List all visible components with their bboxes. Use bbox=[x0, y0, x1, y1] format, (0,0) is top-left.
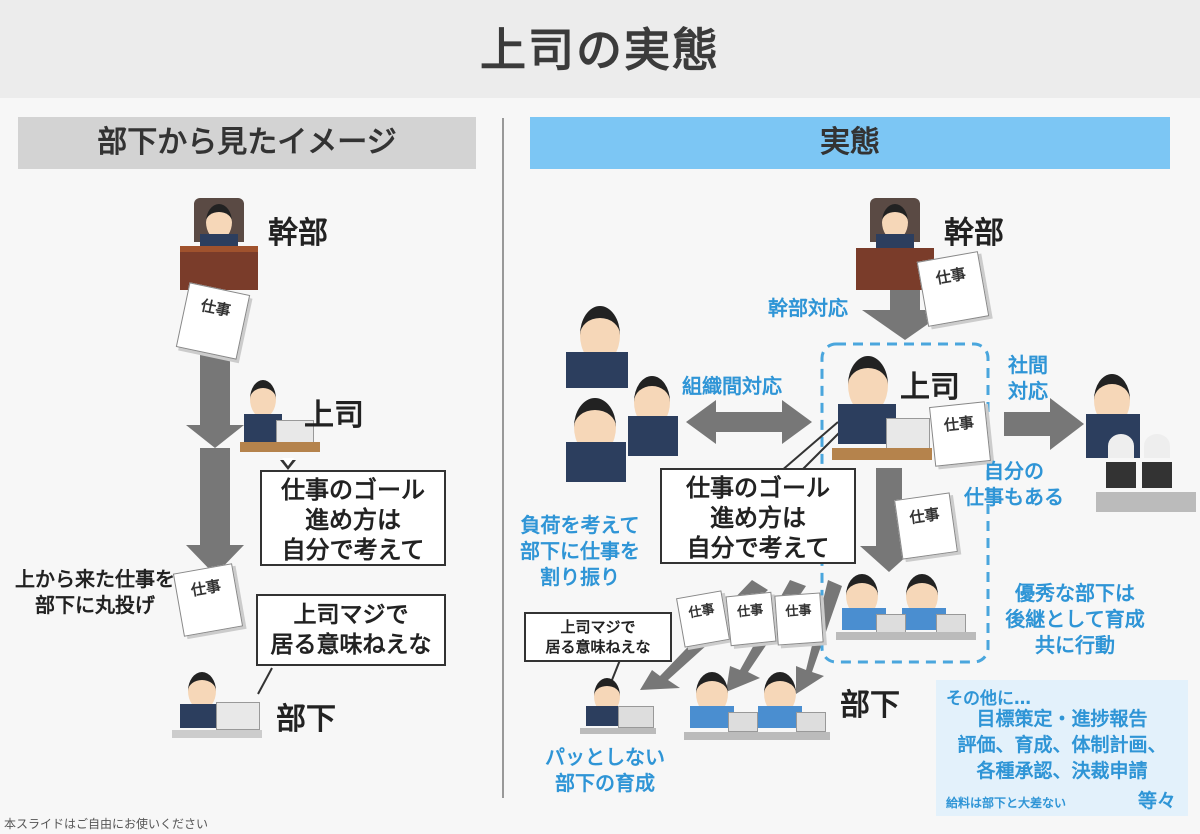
left-sub-label: 部下 bbox=[276, 702, 336, 737]
other-duties-etc: 等々 bbox=[1137, 790, 1176, 812]
left-sub-figure bbox=[172, 668, 262, 742]
talented-note: 優秀な部下は 後継として育成 共に行動 bbox=[1005, 581, 1145, 657]
other-subordinates bbox=[684, 672, 830, 744]
salary-note: 給料は部下と大差ない bbox=[946, 796, 1067, 810]
right-panel-heading: 実態 bbox=[530, 117, 1170, 169]
left-boss-bubble: 仕事のゴール 進め方は 自分で考えて bbox=[260, 470, 446, 566]
left-exec-figure bbox=[180, 198, 258, 290]
dist-doc-1: 仕事 bbox=[676, 590, 730, 648]
panel-divider bbox=[502, 118, 504, 798]
other-duties-list: 目標策定・進捗報告 評価、育成、体制計画、 各種承認、決裁申請 bbox=[957, 708, 1167, 782]
team-dashed-box bbox=[820, 342, 990, 664]
inter-org-label: 組織間対応 bbox=[682, 374, 782, 398]
left-sub-bubble: 上司マジで 居る意味ねえな bbox=[256, 594, 446, 666]
right-boss-label: 上司 bbox=[900, 370, 960, 405]
poor-subordinate bbox=[580, 676, 656, 736]
left-throw-note: 上から来た仕事を 部下に丸投げ bbox=[15, 567, 175, 617]
external-arrow bbox=[1004, 398, 1084, 450]
talented-subordinates bbox=[836, 574, 976, 642]
left-boss-figure bbox=[240, 380, 320, 456]
poor-sub-note: パッとしない 部下の育成 bbox=[545, 745, 665, 795]
left-panel-heading: 部下から見たイメージ bbox=[18, 117, 476, 169]
right-exec-doc: 仕事 bbox=[916, 251, 990, 327]
dist-doc-2: 仕事 bbox=[725, 591, 777, 647]
left-doc-2: 仕事 bbox=[172, 563, 244, 637]
external-label: 社間 対応 bbox=[1008, 353, 1048, 403]
team-doc: 仕事 bbox=[894, 492, 958, 560]
exec-response-label: 幹部対応 bbox=[768, 296, 848, 320]
own-work-label: 自分の 仕事もある bbox=[964, 459, 1064, 509]
left-exec-label: 幹部 bbox=[268, 216, 328, 251]
boss-own-doc: 仕事 bbox=[929, 401, 991, 467]
right-boss-bubble: 仕事のゴール 進め方は 自分で考えて bbox=[660, 468, 856, 564]
dist-doc-3: 仕事 bbox=[774, 592, 824, 646]
other-duties-heading: その他に… bbox=[946, 689, 1031, 709]
right-sub-bubble: 上司マジで 居る意味ねえな bbox=[524, 612, 672, 662]
left-boss-label: 上司 bbox=[304, 398, 364, 433]
page-title: 上司の実態 bbox=[480, 23, 720, 77]
title-bar bbox=[0, 0, 1200, 98]
right-exec-label: 幹部 bbox=[944, 216, 1004, 251]
other-dept-people bbox=[566, 306, 686, 484]
right-sub-label: 部下 bbox=[840, 688, 900, 723]
right-boss-figure bbox=[832, 356, 932, 466]
inter-org-arrow bbox=[686, 400, 812, 444]
external-people bbox=[1086, 374, 1196, 514]
other-duties-box: その他に… 目標策定・進捗報告 評価、育成、体制計画、 各種承認、決裁申請 等々… bbox=[936, 680, 1188, 816]
footer-note: 本スライドはご自由にお使いください bbox=[4, 817, 209, 831]
left-down-arrow bbox=[186, 350, 244, 575]
load-note: 負荷を考えて 部下に仕事を 割り振り bbox=[520, 513, 640, 589]
